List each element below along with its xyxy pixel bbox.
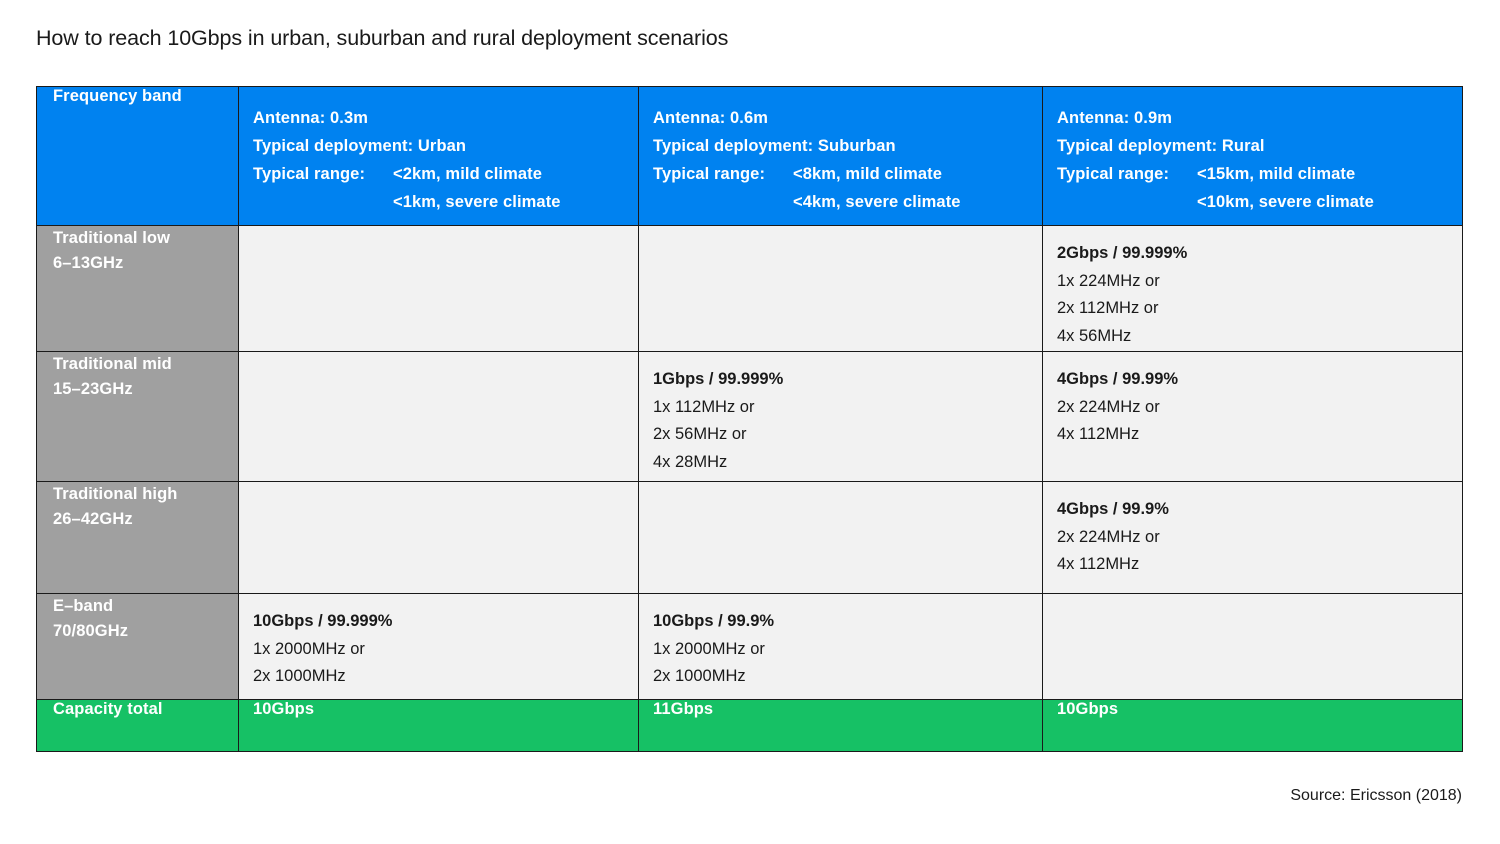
source-attribution: Source: Ericsson (2018) (1290, 787, 1462, 804)
table-row: Traditional high 26–42GHz 4Gbps / 99.9% … (36, 481, 1463, 594)
cell-low-suburban (638, 225, 1043, 352)
range-value-severe: <1km, severe climate (393, 193, 561, 211)
cell-detail: 2x 56MHz or (653, 425, 747, 443)
table-header-row: Frequency band Antenna: 0.3m Typical dep… (36, 86, 1463, 226)
cell-detail: 2x 112MHz or (1057, 299, 1159, 317)
deployment-key: Typical deployment: (1057, 137, 1218, 155)
capacity-total-label: Capacity total (53, 700, 163, 718)
range-values: <15km, mild climate <10km, severe climat… (1197, 160, 1374, 216)
capacity-table: Frequency band Antenna: 0.3m Typical dep… (36, 86, 1463, 752)
range-line: Typical range: <15km, mild climate <10km… (1057, 160, 1462, 216)
range-value-mild: <2km, mild climate (393, 165, 542, 183)
cell-eband-rural (1042, 593, 1463, 700)
antenna-value: 0.9m (1133, 109, 1172, 127)
cell-headline: 1Gbps / 99.999% (653, 370, 784, 388)
cell-detail: 1x 2000MHz or (253, 639, 365, 658)
header-cell-urban: Antenna: 0.3m Typical deployment: Urban … (238, 86, 639, 226)
header-cell-suburban: Antenna: 0.6m Typical deployment: Suburb… (638, 86, 1043, 226)
capacity-total-suburban: 11Gbps (638, 699, 1043, 752)
header-corner-cell: Frequency band (36, 86, 239, 226)
cell-headline: 4Gbps / 99.99% (1057, 370, 1179, 388)
range-line: Typical range: <2km, mild climate <1km, … (253, 160, 638, 216)
cell-detail: 2x 1000MHz (653, 667, 746, 685)
cell-detail: 4x 28MHz (653, 452, 728, 471)
cell-detail: 1x 2000MHz or (653, 639, 765, 658)
cell-eband-urban: 10Gbps / 99.999% 1x 2000MHz or 2x 1000MH… (238, 593, 639, 700)
cell-eband-suburban: 10Gbps / 99.9% 1x 2000MHz or 2x 1000MHz (638, 593, 1043, 700)
antenna-key: Antenna: (653, 109, 726, 127)
range-value-severe: <4km, severe climate (793, 193, 961, 211)
deployment-key: Typical deployment: (253, 137, 414, 155)
row-label-e-band: E–band 70/80GHz (36, 593, 239, 700)
range-value-mild: <8km, mild climate (793, 165, 942, 183)
capacity-total-label-cell: Capacity total (36, 699, 239, 752)
antenna-line: Antenna: 0.6m (653, 104, 1042, 132)
cell-mid-rural: 4Gbps / 99.99% 2x 224MHz or 4x 112MHz (1042, 351, 1463, 482)
frequency-band-label: Frequency band (53, 87, 182, 105)
cell-detail: 4x 112MHz (1057, 555, 1140, 573)
table-row: Traditional mid 15–23GHz 1Gbps / 99.999%… (36, 351, 1463, 482)
row-label-line1: Traditional mid (53, 355, 172, 373)
table-total-row: Capacity total 10Gbps 11Gbps 10Gbps (36, 699, 1463, 752)
deployment-key: Typical deployment: (653, 137, 814, 155)
page-title: How to reach 10Gbps in urban, suburban a… (36, 26, 729, 50)
row-label-line2: 70/80GHz (53, 622, 129, 640)
deployment-line: Typical deployment: Suburban (653, 132, 1042, 160)
capacity-total-value: 11Gbps (653, 700, 714, 718)
table-row: E–band 70/80GHz 10Gbps / 99.999% 1x 2000… (36, 593, 1463, 700)
cell-low-rural: 2Gbps / 99.999% 1x 224MHz or 2x 112MHz o… (1042, 225, 1463, 352)
range-key: Typical range: (653, 165, 766, 183)
cell-high-rural: 4Gbps / 99.9% 2x 224MHz or 4x 112MHz (1042, 481, 1463, 594)
deployment-value: Suburban (817, 137, 896, 155)
cell-headline: 10Gbps / 99.999% (253, 612, 393, 630)
row-label-traditional-high: Traditional high 26–42GHz (36, 481, 239, 594)
row-label-traditional-mid: Traditional mid 15–23GHz (36, 351, 239, 482)
antenna-line: Antenna: 0.9m (1057, 104, 1462, 132)
cell-detail: 1x 112MHz or (653, 397, 755, 416)
cell-detail: 1x 224MHz or (1057, 271, 1160, 290)
row-label-line2: 26–42GHz (53, 510, 133, 528)
range-key: Typical range: (253, 165, 366, 183)
cell-detail: 2x 1000MHz (253, 667, 346, 685)
range-value-severe: <10km, severe climate (1197, 193, 1374, 211)
row-label-line1: Traditional low (53, 229, 171, 247)
deployment-value: Rural (1221, 137, 1265, 155)
range-value-mild: <15km, mild climate (1197, 165, 1356, 183)
row-label-traditional-low: Traditional low 6–13GHz (36, 225, 239, 352)
range-values: <8km, mild climate <4km, severe climate (793, 160, 961, 216)
range-key: Typical range: (1057, 165, 1170, 183)
cell-detail: 4x 56MHz (1057, 326, 1132, 345)
deployment-line: Typical deployment: Urban (253, 132, 638, 160)
capacity-total-urban: 10Gbps (238, 699, 639, 752)
row-label-line1: E–band (53, 597, 114, 615)
deployment-line: Typical deployment: Rural (1057, 132, 1462, 160)
cell-detail: 4x 112MHz (1057, 425, 1140, 443)
cell-detail: 2x 224MHz or (1057, 527, 1160, 546)
header-cell-rural: Antenna: 0.9m Typical deployment: Rural … (1042, 86, 1463, 226)
cell-high-urban (238, 481, 639, 594)
range-line: Typical range: <8km, mild climate <4km, … (653, 160, 1042, 216)
antenna-key: Antenna: (1057, 109, 1130, 127)
cell-detail: 2x 224MHz or (1057, 397, 1160, 416)
cell-headline: 2Gbps / 99.999% (1057, 244, 1188, 262)
cell-mid-urban (238, 351, 639, 482)
antenna-value: 0.3m (329, 109, 368, 127)
deployment-value: Urban (417, 137, 467, 155)
row-label-line2: 15–23GHz (53, 380, 133, 398)
row-label-line2: 6–13GHz (53, 254, 124, 272)
antenna-value: 0.6m (729, 109, 768, 127)
cell-high-suburban (638, 481, 1043, 594)
capacity-total-rural: 10Gbps (1042, 699, 1463, 752)
table-row: Traditional low 6–13GHz 2Gbps / 99.999% … (36, 225, 1463, 352)
range-values: <2km, mild climate <1km, severe climate (393, 160, 561, 216)
cell-headline: 4Gbps / 99.9% (1057, 500, 1169, 518)
cell-mid-suburban: 1Gbps / 99.999% 1x 112MHz or 2x 56MHz or… (638, 351, 1043, 482)
antenna-line: Antenna: 0.3m (253, 104, 638, 132)
antenna-key: Antenna: (253, 109, 326, 127)
row-label-line1: Traditional high (53, 485, 178, 503)
cell-headline: 10Gbps / 99.9% (653, 612, 775, 630)
capacity-total-value: 10Gbps (1057, 700, 1119, 718)
cell-low-urban (238, 225, 639, 352)
capacity-total-value: 10Gbps (253, 700, 315, 718)
